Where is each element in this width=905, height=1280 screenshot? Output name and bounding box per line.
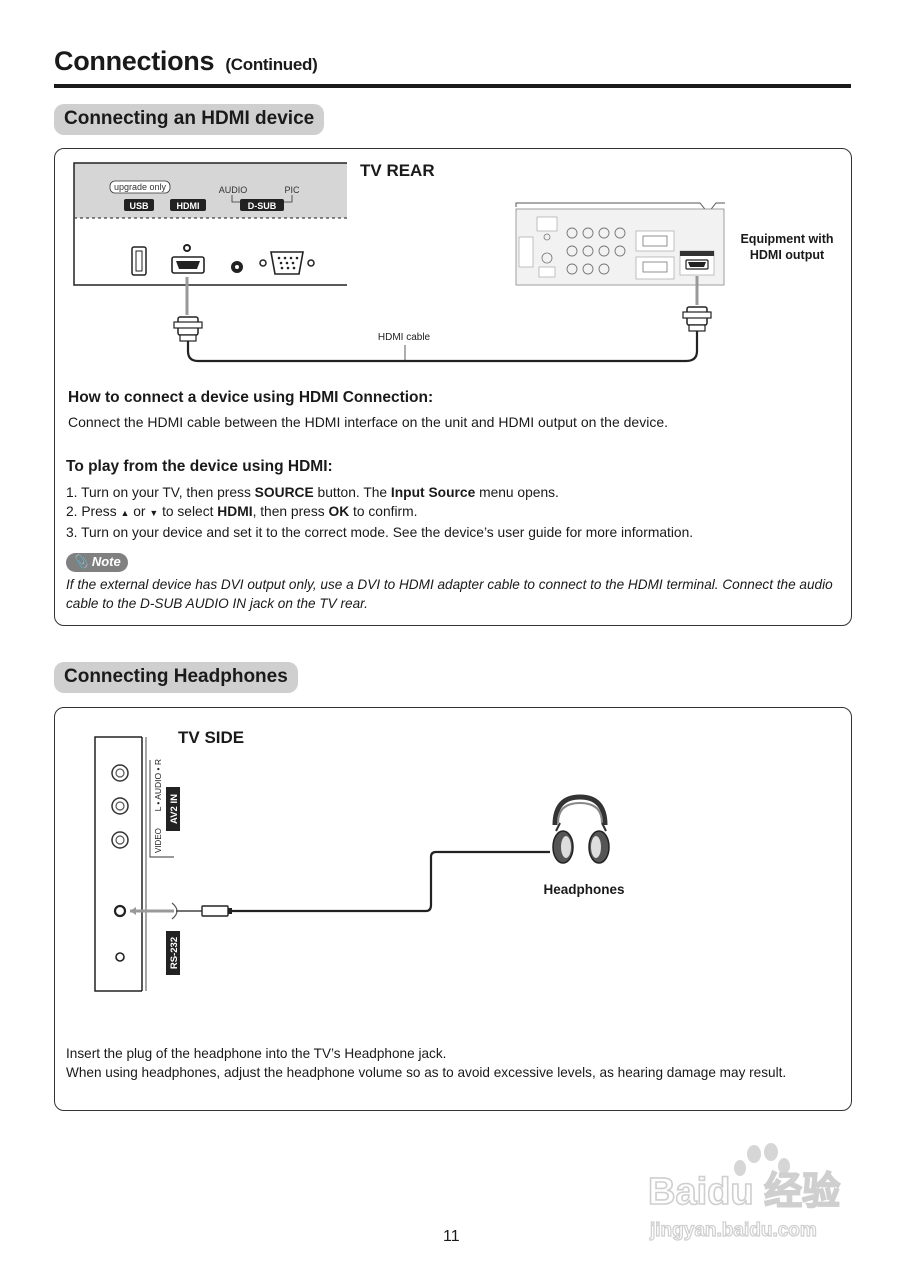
step-3: 3. Turn on your device and set it to the… — [66, 525, 694, 540]
hdmi-cable-label: HDMI cable — [378, 332, 431, 343]
watermark-url: jingyan.baidu.com — [649, 1220, 817, 1241]
svg-text:HDMI: HDMI — [177, 201, 200, 211]
play-steps: 1. Turn on your TV, then press SOURCE bu… — [66, 483, 693, 542]
headphone-jack-icon — [113, 904, 127, 918]
tv-side-panel — [94, 736, 180, 992]
note-text: If the external device has DVI output on… — [66, 577, 833, 611]
headphones-text-1: Insert the plug of the headphone into th… — [66, 1046, 447, 1061]
dsub-port-label: D-SUB — [240, 199, 284, 211]
headphones-text-2: When using headphones, adjust the headph… — [66, 1065, 787, 1080]
headphone-plug — [130, 902, 232, 920]
hdmi-port-label: HDMI — [170, 199, 206, 211]
headphones-panel — [54, 707, 852, 1111]
title-rule — [54, 84, 851, 88]
tv-side-label: TV SIDE — [178, 728, 244, 747]
video-side-label: VIDEO — [154, 828, 163, 853]
hdmi-cable — [173, 276, 712, 363]
section-tab-headphones: Connecting Headphones — [54, 662, 298, 693]
note-badge: 📎 Note — [66, 553, 128, 572]
hdmi-plug-icon-right — [682, 306, 712, 332]
page-title: Connections (Continued) — [54, 46, 318, 77]
down-arrow-icon: ▼ — [149, 508, 159, 518]
svg-text:USB: USB — [129, 201, 149, 211]
page-number: 11 — [443, 1228, 460, 1245]
paw-icon — [734, 1143, 790, 1176]
how-to-text: Connect the HDMI cable between the HDMI … — [68, 414, 668, 430]
hdmi-connection-diagram: upgrade only USB HDMI AUDIO PIC D-SUB TV… — [73, 161, 834, 363]
svg-text:D-SUB: D-SUB — [248, 201, 277, 211]
tv-rear-label: TV REAR — [360, 161, 435, 180]
pic-port-label: PIC — [284, 185, 300, 195]
headphones-connection-diagram: L • AUDIO • R AV2 IN VIDEO RS-232 TV SID… — [94, 728, 625, 992]
baidu-watermark: Baidu 经验 jingyan.baidu.com — [647, 1143, 841, 1242]
audio-port-label: AUDIO — [219, 185, 248, 195]
page-subtitle: (Continued) — [225, 55, 318, 74]
av2-in-label: AV2 IN — [169, 794, 180, 824]
headphones-label: Headphones — [543, 882, 624, 897]
audio-side-label: L • AUDIO • R — [153, 759, 163, 811]
section-tab-hdmi: Connecting an HDMI device — [54, 104, 325, 135]
play-heading: To play from the device using HDMI: — [66, 458, 333, 475]
step-2: 2. Press ▲ or ▼ to select HDMI, then pre… — [66, 504, 418, 519]
paperclip-icon: 📎 — [72, 554, 89, 569]
vga-port-icon — [259, 251, 315, 275]
upgrade-only-label: upgrade only — [109, 180, 171, 194]
svg-text:upgrade only: upgrade only — [114, 182, 167, 192]
hdmi-plug-icon-left — [173, 316, 203, 342]
hdmi-port-icon — [171, 256, 205, 274]
equipment-label-line2: HDMI output — [750, 248, 825, 262]
rs232-label: RS-232 — [169, 937, 180, 969]
headphone-cable — [232, 850, 550, 913]
equipment-rear-panel — [515, 202, 725, 286]
headphones-icon — [552, 794, 610, 864]
page-title-text: Connections — [54, 46, 215, 76]
how-to-heading: How to connect a device using HDMI Conne… — [68, 389, 434, 406]
step-1: 1. Turn on your TV, then press SOURCE bu… — [66, 485, 559, 500]
up-arrow-icon: ▲ — [120, 508, 130, 518]
equipment-label-line1: Equipment with — [740, 232, 833, 246]
usb-port-label: USB — [124, 199, 154, 211]
watermark-brand: Baidu 经验 — [648, 1171, 840, 1213]
